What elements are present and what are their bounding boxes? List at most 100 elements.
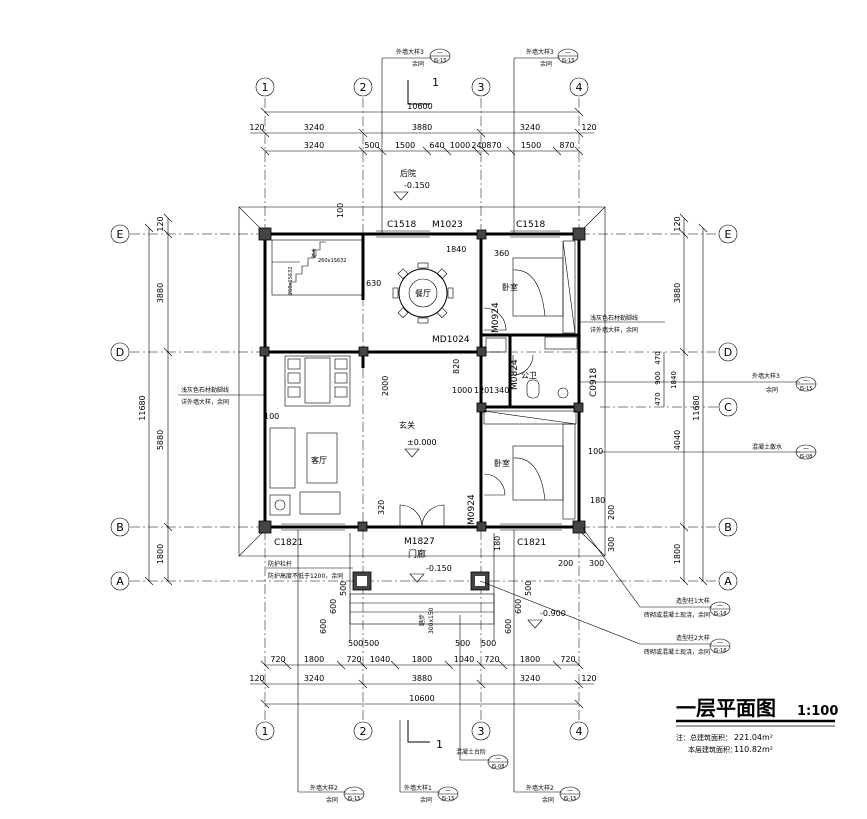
dim-porch-600-4: 600 xyxy=(514,599,523,614)
step-label: 踏步 xyxy=(418,614,426,626)
bed-lower xyxy=(512,445,564,501)
callout-bottom-right-sub: 余同 xyxy=(542,796,554,804)
dim-porch-500-v2: 500 xyxy=(524,581,533,596)
svg-text:11680: 11680 xyxy=(138,395,147,420)
callout-right-mid xyxy=(579,376,817,392)
dim-120: 120 xyxy=(474,386,489,395)
axis-bubble-right-B: B xyxy=(718,517,738,537)
dining-table xyxy=(392,262,454,324)
dim-porch-500-2: 500 xyxy=(364,639,379,648)
callout-bottom-mid-title: 外墙大样1 xyxy=(404,784,432,792)
stair-label: 踏步 xyxy=(311,248,318,258)
room-label-backyard: 后院 xyxy=(400,168,416,178)
svg-text:11680: 11680 xyxy=(692,395,701,420)
dim-porch-500-4: 500 xyxy=(481,639,496,648)
svg-text:900: 900 xyxy=(654,371,662,384)
room-label-dining: 餐厅 xyxy=(415,289,431,298)
svg-text:D: D xyxy=(724,346,732,359)
svg-text:1040: 1040 xyxy=(370,655,390,664)
svg-text:1840: 1840 xyxy=(670,371,678,389)
axis-bubble-bottom-2: 2 xyxy=(353,721,373,741)
callout-right-concrete-dash: — xyxy=(803,445,809,452)
level-marker-backyard xyxy=(393,191,409,201)
sofa-set xyxy=(269,427,341,516)
dim-porch-600-3: 600 xyxy=(504,619,513,634)
svg-text:500: 500 xyxy=(364,141,379,150)
svg-text:4: 4 xyxy=(576,81,583,94)
dim-820: 820 xyxy=(452,359,461,374)
roof-outline xyxy=(238,206,606,557)
axis-bubble-bottom-4: 4 xyxy=(569,721,589,741)
callout-column2-sub: 砖砌或混凝土现浇，余同 xyxy=(644,648,710,656)
svg-text:B: B xyxy=(116,521,124,534)
dim-100-top: 100 xyxy=(336,203,345,218)
axis-bubble-bottom-3: 3 xyxy=(471,721,491,741)
callout-column2-ref: JS-18 xyxy=(713,648,727,654)
axis-bubble-right-E: E xyxy=(718,224,738,244)
room-label-bedroom-1: 卧室 xyxy=(502,282,518,292)
axis-bubble-left-D: D xyxy=(110,342,130,362)
dim-2000: 2000 xyxy=(381,376,390,396)
right-dimensions: 120 3880 4040 1800 11680 470 900 470 184… xyxy=(654,213,708,586)
section-mark-bottom xyxy=(407,720,430,743)
svg-text:3880: 3880 xyxy=(673,283,682,303)
dim-630: 630 xyxy=(366,279,381,288)
svg-text:240: 240 xyxy=(471,141,486,150)
svg-text:2: 2 xyxy=(360,81,367,94)
callout-top-left-sub: 余同 xyxy=(412,60,424,68)
svg-text:870: 870 xyxy=(559,141,574,150)
room-label-foyer: 玄关 xyxy=(399,420,415,430)
porch xyxy=(349,533,495,640)
svg-text:1800: 1800 xyxy=(156,544,165,564)
callout-top-right xyxy=(513,48,579,234)
cabinet-block xyxy=(284,355,351,407)
svg-text:1800: 1800 xyxy=(304,655,324,664)
callout-bottom-left-sub: 余同 xyxy=(326,796,338,804)
svg-text:1: 1 xyxy=(262,725,269,738)
svg-text:D: D xyxy=(116,346,124,359)
callout-right-concrete-ref: JS-08 xyxy=(799,454,813,460)
dim-porch-600-1: 600 xyxy=(319,619,328,634)
note-right-2: 详外墙大样，余同 xyxy=(590,326,638,334)
level-marker-porch xyxy=(409,573,425,583)
axis-bubble-bottom-1: 1 xyxy=(255,721,275,741)
window-label-C1821-right: C1821 xyxy=(517,538,546,548)
level-porch: -0.150 xyxy=(426,564,452,573)
callout-right-mid-sub: 余同 xyxy=(766,386,778,394)
svg-text:3: 3 xyxy=(478,81,485,94)
window-bottom-right xyxy=(500,523,562,531)
level-marker-foyer xyxy=(404,448,420,458)
callout-bottom-mid-ref: JS-15 xyxy=(441,796,455,802)
dim-100-right: 100 xyxy=(588,447,603,456)
callout-top-left xyxy=(381,48,451,234)
callout-right-mid-ref: JS-15 xyxy=(799,386,813,392)
axis-bubble-right-D: D xyxy=(718,342,738,362)
callout-top-right-title: 外墙大样3 xyxy=(526,48,554,56)
callout-bottom-left xyxy=(297,530,365,802)
svg-text:470: 470 xyxy=(654,351,662,364)
svg-text:120: 120 xyxy=(249,123,264,132)
room-label-bath: 公卫 xyxy=(521,371,537,380)
svg-text:E: E xyxy=(117,228,124,241)
svg-text:1: 1 xyxy=(262,81,269,94)
callout-column1-dash: — xyxy=(717,602,723,609)
svg-text:720: 720 xyxy=(346,655,361,664)
callout-concrete-step-ref: JS-08 xyxy=(491,764,505,770)
level-marker-ground xyxy=(527,619,543,629)
callout-bottom-right-title: 外墙大样2 xyxy=(526,784,554,792)
window-label-C1821-left: C1821 xyxy=(274,538,303,548)
svg-text:1800: 1800 xyxy=(520,655,540,664)
svg-text:10600: 10600 xyxy=(409,694,434,703)
axis-bubble-top-1: 1 xyxy=(255,77,275,97)
axis-bubble-top-2: 2 xyxy=(353,77,373,97)
note-floor-area-value: 110.82m² xyxy=(734,745,773,754)
svg-text:720: 720 xyxy=(560,655,575,664)
drawing-scale: 1:100 xyxy=(797,704,838,719)
svg-text:3880: 3880 xyxy=(412,123,432,132)
section-mark-top-label: 1 xyxy=(432,76,439,89)
callout-column2-title: 造型柱2大样 xyxy=(676,634,710,642)
callout-right-concrete xyxy=(600,444,817,460)
svg-text:120: 120 xyxy=(249,674,264,683)
window-top-right xyxy=(510,230,560,238)
svg-text:120: 120 xyxy=(673,216,682,231)
